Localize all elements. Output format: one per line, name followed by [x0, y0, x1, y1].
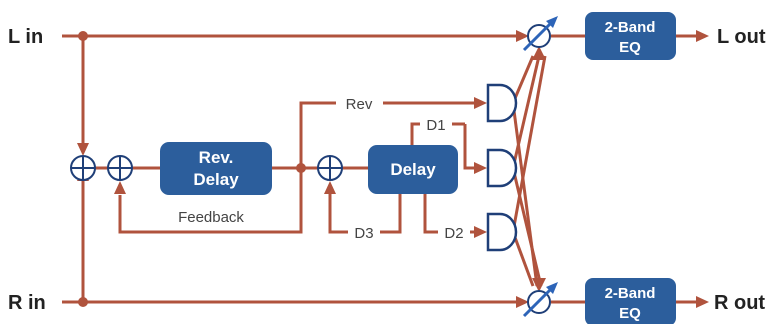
d1-label: D1	[426, 117, 445, 134]
arrowhead-sum2-bottom	[114, 181, 126, 194]
eq-block-right: 2-Band EQ	[585, 278, 676, 324]
d2-label: D2	[444, 225, 463, 242]
eq-right-label-line1: 2-Band	[605, 285, 656, 302]
level-amp-d2	[486, 212, 518, 252]
arrowhead-l-mixer	[516, 30, 529, 42]
arrowhead-sum3-bottom	[324, 181, 336, 194]
wire-d2-down	[423, 194, 438, 234]
wire-amp-d2-to-r	[511, 231, 535, 287]
input-label-left: L in	[8, 26, 43, 48]
wire-feedback-loop	[118, 168, 303, 234]
sum-junction-3	[317, 155, 343, 181]
delay-block: Delay	[368, 145, 458, 194]
arrowhead-r-out	[696, 296, 709, 308]
wire-rev-line	[299, 101, 336, 168]
wire-amp-d1-to-l	[511, 55, 541, 169]
arrowhead-mixer-l-bottom	[532, 46, 546, 60]
rev-delay-block: Rev. Delay	[160, 142, 272, 195]
rev-label: Rev	[346, 96, 373, 113]
wire-d3-return	[328, 194, 348, 234]
arrowhead-d1-amp	[474, 162, 487, 174]
wire-amp-d2-to-l	[511, 55, 547, 233]
wire-d1-route	[463, 124, 475, 170]
wire-d1-up	[410, 122, 420, 145]
junction-r-tap	[78, 297, 88, 307]
sum-junction-2	[107, 155, 133, 181]
level-amp-rev	[486, 83, 518, 123]
arrowhead-l-out	[696, 30, 709, 42]
d3-label: D3	[354, 225, 373, 242]
eq-block-left: 2-Band EQ	[585, 12, 676, 60]
wire-amp-rev-to-l	[511, 55, 535, 104]
delay-label: Delay	[390, 160, 436, 179]
arrowhead-r-mixer	[516, 296, 529, 308]
rev-delay-label-line2: Delay	[193, 170, 239, 189]
rev-delay-label-line1: Rev.	[199, 148, 234, 167]
arrowhead-d2-amp	[474, 226, 487, 238]
arrowhead-sum1-top	[77, 143, 89, 156]
sum-junction-1	[70, 155, 96, 181]
eq-right-label-line2: EQ	[619, 305, 641, 322]
arrowhead-mixer-r-top	[532, 278, 546, 292]
wire-amp-d1-to-r	[511, 167, 543, 287]
input-label-right: R in	[8, 292, 46, 314]
wire-d3-loop	[380, 194, 402, 234]
eq-left-label-line2: EQ	[619, 39, 641, 56]
junction-l-tap	[78, 31, 88, 41]
eq-left-label-line1: 2-Band	[605, 19, 656, 36]
arrowhead-rev-amp	[474, 97, 487, 109]
junction-rev-split	[296, 163, 306, 173]
output-mixer-left	[522, 16, 558, 52]
signal-wires	[62, 30, 709, 308]
output-label-left: L out	[717, 26, 766, 48]
output-label-right: R out	[714, 292, 765, 314]
level-amp-d1	[486, 148, 518, 188]
output-mixer-right	[522, 282, 558, 318]
feedback-label: Feedback	[178, 209, 244, 226]
